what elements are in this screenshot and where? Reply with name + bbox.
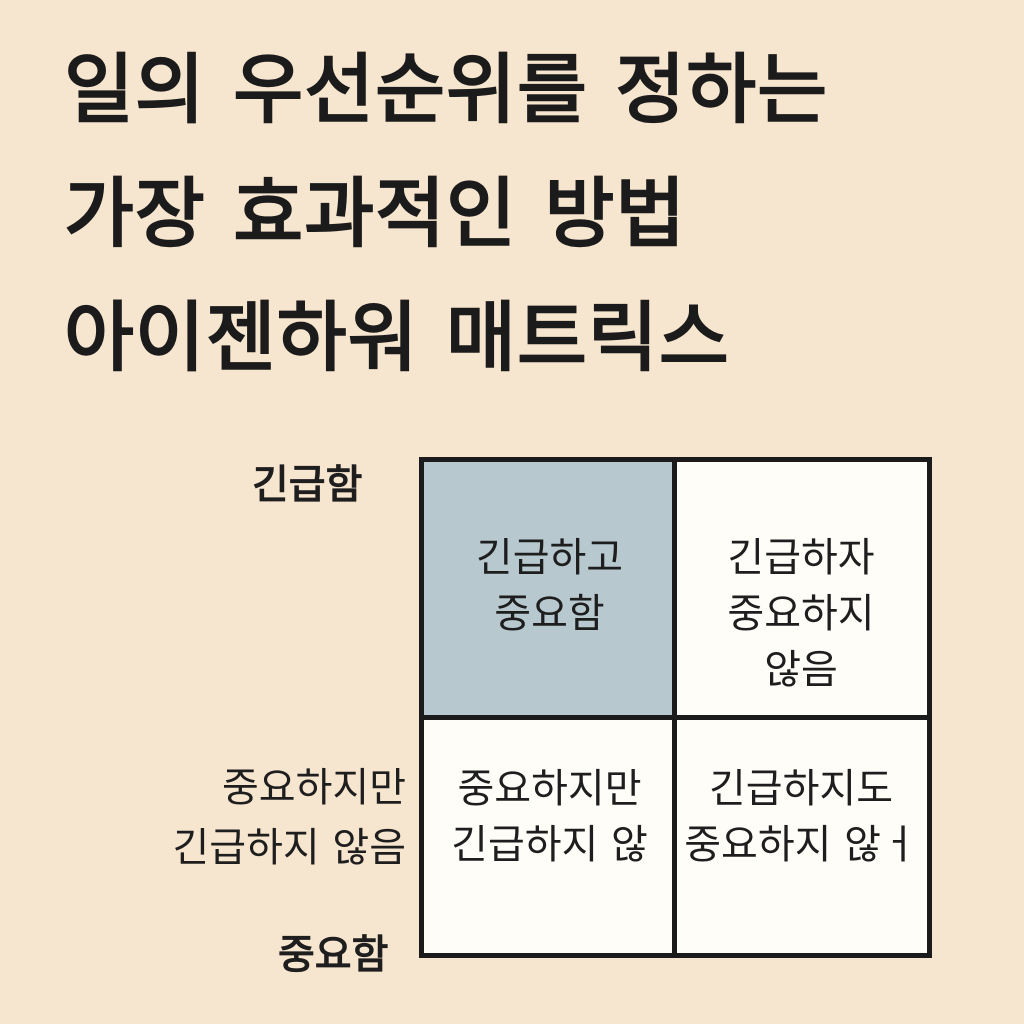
title-line-1: 일의 우선순위를 정하는 [64, 45, 829, 134]
quadrant-text-line: 중요하지 않ㅓ [684, 822, 918, 868]
title-line-3: 아이젠하워 매트릭스 [64, 293, 730, 382]
eisenhower-matrix: 긴급하고 중요함 긴급하자 중요하지 않음 중요하지만 긴급하지 않 긴급하지도… [419, 457, 932, 958]
quadrant-urgent-not-important: 긴급하자 중요하지 않음 [675, 462, 927, 717]
page-title: 일의 우선순위를 정하는 가장 효과적인 방법 아이젠하워 매트릭스 [64, 28, 1004, 400]
quadrant-text-line: 긴급하자 [727, 535, 875, 581]
quadrant-text-line: 중요함 [494, 591, 605, 637]
quadrant-text-line: 중요하지만 [457, 766, 642, 812]
quadrant-important-not-urgent: 중요하지만 긴급하지 않 [424, 717, 675, 953]
quadrant-text-line: 긴급하고 [475, 535, 624, 581]
axis-label-line-2: 긴급하지 않음 [172, 825, 406, 871]
quadrant-urgent-important: 긴급하고 중요함 [424, 462, 675, 717]
axis-label-urgent: 긴급함 [252, 462, 363, 508]
title-line-2: 가장 효과적인 방법 [64, 169, 687, 258]
quadrant-text-line: 중요하지 [727, 591, 875, 637]
axis-label-important: 중요함 [278, 932, 389, 978]
quadrant-text-line: 않음 [764, 647, 838, 693]
quadrant-text-line: 긴급하지도 [709, 766, 893, 812]
vertical-divider [672, 462, 677, 953]
quadrant-text-line: 긴급하지 않 [451, 822, 648, 868]
horizontal-divider [424, 715, 927, 720]
axis-label-line-1: 중요하지만 [222, 765, 406, 811]
axis-label-important-not-urgent: 중요하지만 긴급하지 않음 [172, 758, 406, 878]
quadrant-not-urgent-not-important: 긴급하지도 중요하지 않ㅓ [675, 717, 927, 953]
